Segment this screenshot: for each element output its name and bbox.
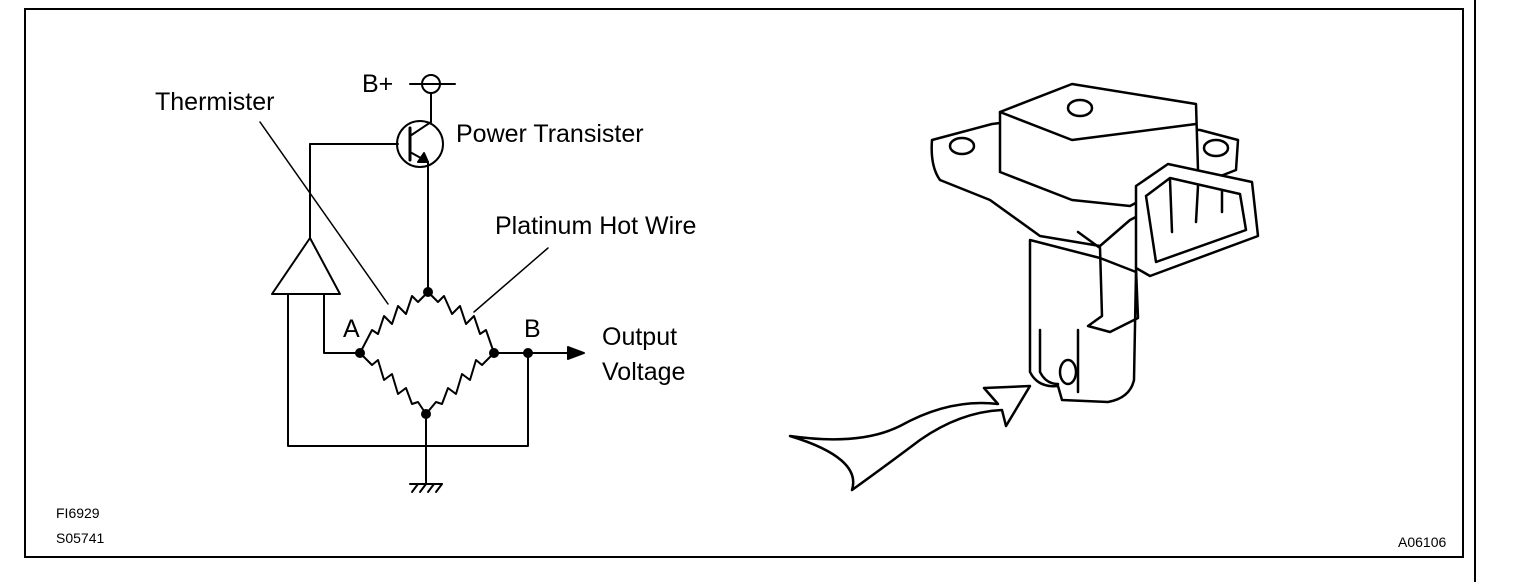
node-b-label: B bbox=[524, 315, 541, 343]
power-transistor-label: Power Transister bbox=[456, 120, 644, 148]
amp-feedback-wire bbox=[287, 293, 529, 447]
supply-label: B+ bbox=[362, 70, 394, 98]
figure-code-3: A06106 bbox=[1398, 534, 1447, 550]
output-arrow-icon bbox=[567, 346, 585, 360]
supply-terminal-symbol bbox=[409, 74, 456, 123]
output-label-line1: Output bbox=[602, 323, 678, 351]
air-flow-meter-illustration bbox=[930, 82, 1260, 404]
junction-dots bbox=[355, 287, 533, 419]
thermister-leader-line bbox=[259, 121, 389, 305]
node-a-label: A bbox=[343, 315, 360, 343]
ground-symbol bbox=[409, 413, 443, 493]
frame-right-edge bbox=[1474, 0, 1476, 582]
hot-wire-leader-line bbox=[473, 247, 549, 313]
bridge-lower-left-resistor bbox=[359, 352, 427, 415]
amplifier-symbol bbox=[271, 237, 341, 295]
figure-code-1: FI6929 bbox=[56, 505, 100, 521]
power-transistor-symbol bbox=[309, 120, 444, 168]
hot-wire-label: Platinum Hot Wire bbox=[495, 212, 697, 240]
thermister-resistor bbox=[359, 291, 429, 354]
diagram-frame bbox=[24, 8, 1464, 558]
hot-wire-resistor bbox=[427, 291, 495, 354]
thermister-label: Thermister bbox=[155, 88, 275, 116]
bridge-lower-right-resistor bbox=[425, 352, 495, 415]
amp-input-a-wire bbox=[323, 293, 361, 354]
output-label-line2: Voltage bbox=[602, 358, 686, 386]
air-flow-arrow-icon bbox=[788, 384, 1032, 492]
figure-code-2: S05741 bbox=[56, 530, 105, 546]
